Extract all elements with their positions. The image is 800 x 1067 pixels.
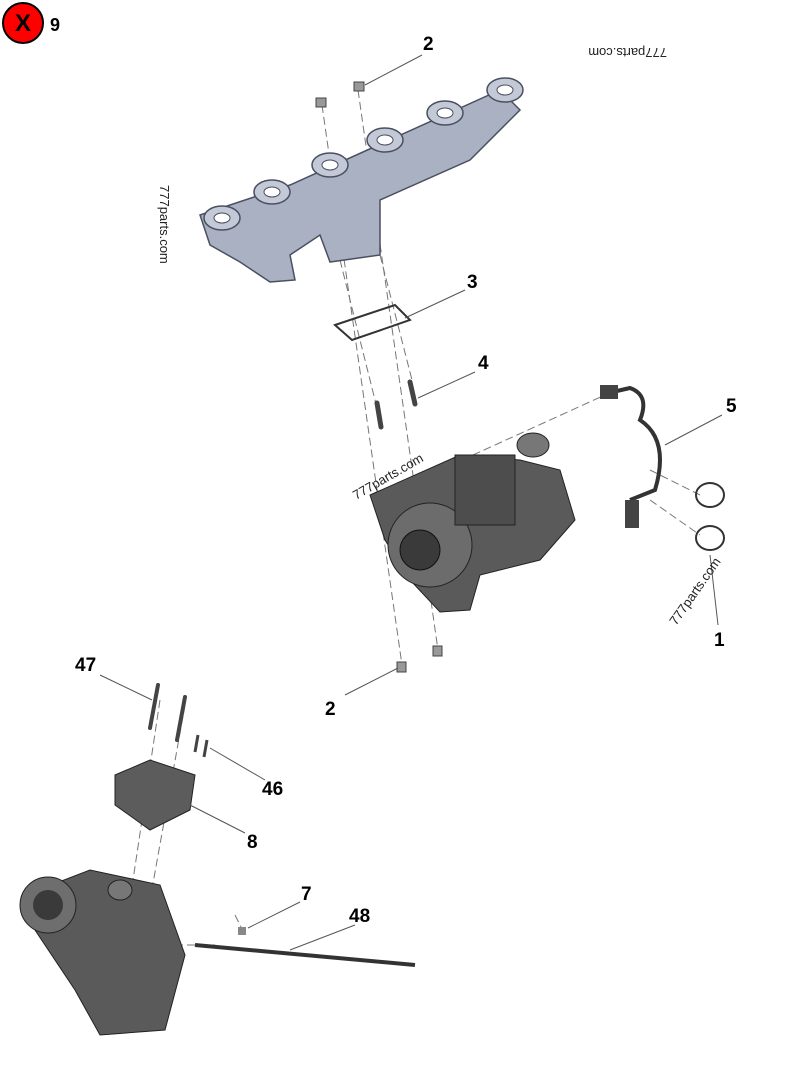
fitting-part-7 (238, 927, 246, 935)
callout-5[interactable]: 5 (726, 396, 737, 417)
gasket-part-3 (333, 303, 412, 342)
nut-part-2 (315, 81, 443, 673)
callout-1[interactable]: 1 (714, 630, 725, 651)
callout-48[interactable]: 48 (349, 906, 370, 927)
callout-46[interactable]: 46 (262, 779, 283, 800)
turbo-housing (19, 869, 186, 1036)
callout-3[interactable]: 3 (467, 272, 478, 293)
callout-7[interactable]: 7 (301, 884, 312, 905)
exhaust-manifold (199, 77, 524, 283)
callout-2-top[interactable]: 2 (423, 34, 434, 55)
callout-4[interactable]: 4 (478, 353, 489, 374)
rod-part-48 (194, 943, 416, 967)
callout-47[interactable]: 47 (75, 655, 96, 676)
clamp-part-1 (695, 482, 725, 551)
close-x-icon: X (15, 10, 31, 37)
callout-2-bottom[interactable]: 2 (325, 699, 336, 720)
badge-count: 9 (50, 15, 60, 35)
turbocharger (369, 432, 576, 613)
watermark-top: 777parts.com (588, 45, 667, 60)
badge-circle (2, 2, 44, 44)
callout-labels: 2 3 4 5 1 2 47 46 8 7 48 (75, 34, 737, 927)
studs-part-4 (374, 379, 418, 430)
watermark-right: 777parts.com (666, 555, 723, 628)
leader-lines (99, 54, 723, 951)
screws-part-46 (193, 734, 209, 758)
callout-8[interactable]: 8 (247, 832, 258, 853)
bolts-part-47 (148, 683, 187, 742)
wiring-harness-part-5 (600, 385, 662, 528)
actuator-part-8 (114, 759, 196, 831)
remove-badge[interactable]: X (2, 2, 44, 44)
watermark-left: 777parts.com (157, 185, 172, 264)
